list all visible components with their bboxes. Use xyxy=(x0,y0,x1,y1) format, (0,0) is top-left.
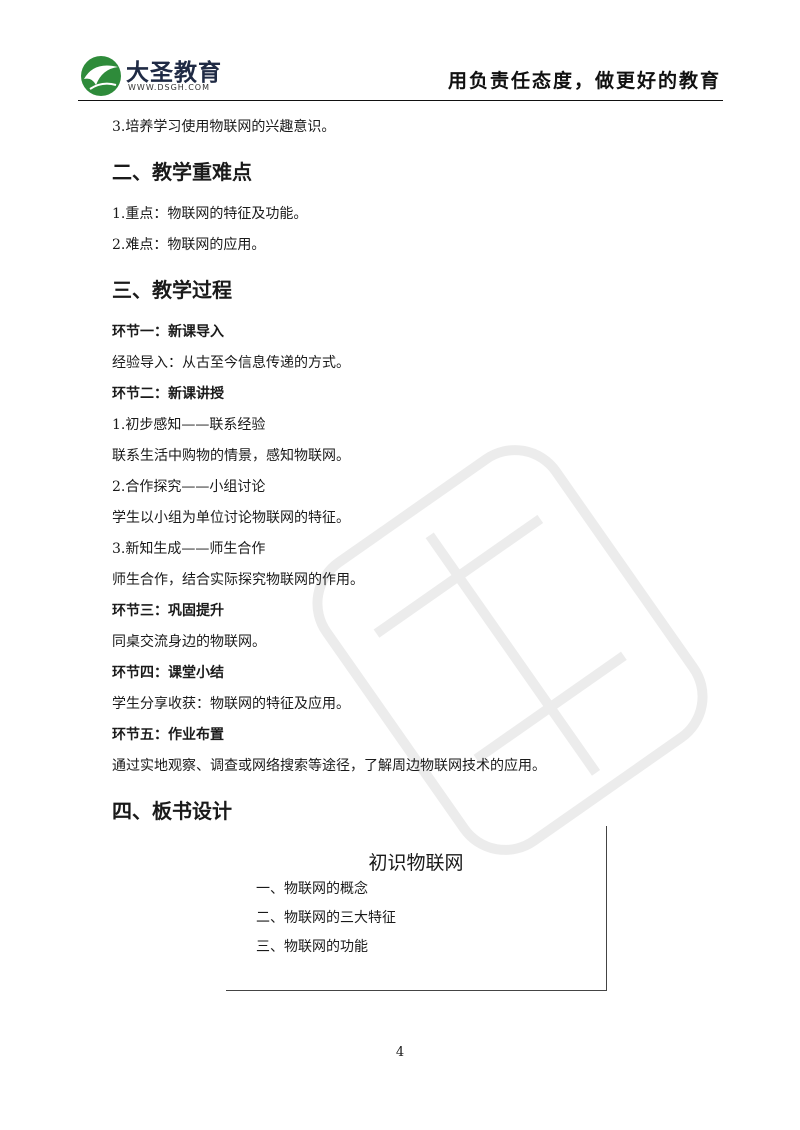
section-heading-process: 三、教学过程 xyxy=(112,278,232,302)
step2-item1-text: 联系生活中购物的情景，感知物联网。 xyxy=(112,448,350,464)
step4-text: 学生分享收获：物联网的特征及应用。 xyxy=(112,696,350,712)
board-item: 一、物联网的概念 xyxy=(256,881,368,897)
brand-logo-icon xyxy=(81,56,121,96)
step2-item1: 1.初步感知——联系经验 xyxy=(112,417,266,433)
difficult-point-text: 2.难点：物联网的应用。 xyxy=(112,237,266,253)
section-heading-key-points: 二、教学重难点 xyxy=(112,160,252,184)
document-body: 3.培养学习使用物联网的兴趣意识。 二、教学重难点 1.重点：物联网的特征及功能… xyxy=(112,112,692,838)
page-number: 4 xyxy=(395,1045,405,1060)
board-design-box: 初识物联网 一、物联网的概念 二、物联网的三大特征 三、物联网的功能 xyxy=(226,826,607,991)
step2-item3: 3.新知生成——师生合作 xyxy=(112,541,266,557)
step2-item2: 2.合作探究——小组讨论 xyxy=(112,479,266,495)
step4-title: 环节四：课堂小结 xyxy=(112,665,224,681)
step3-title: 环节三：巩固提升 xyxy=(112,603,224,619)
brand-url: WWW.DSGH.COM xyxy=(128,83,210,92)
step2-item3-text: 师生合作，结合实际探究物联网的作用。 xyxy=(112,572,364,588)
step5-title: 环节五：作业布置 xyxy=(112,727,224,743)
page-header: 大圣教育 WWW.DSGH.COM 用负责任态度，做更好的教育 xyxy=(78,50,723,102)
step2-item2-text: 学生以小组为单位讨论物联网的特征。 xyxy=(112,510,350,526)
key-point-text: 1.重点：物联网的特征及功能。 xyxy=(112,206,308,222)
header-slogan: 用负责任态度，做更好的教育 xyxy=(447,70,721,92)
step1-title: 环节一：新课导入 xyxy=(112,324,224,340)
step1-text: 经验导入：从古至今信息传递的方式。 xyxy=(112,355,350,371)
teaching-goal-3: 3.培养学习使用物联网的兴趣意识。 xyxy=(112,119,336,135)
board-item: 二、物联网的三大特征 xyxy=(256,910,396,926)
header-divider xyxy=(78,100,723,101)
step3-text: 同桌交流身边的物联网。 xyxy=(112,634,266,650)
board-item: 三、物联网的功能 xyxy=(256,939,368,955)
brand-name: 大圣教育 xyxy=(126,60,222,86)
step2-title: 环节二：新课讲授 xyxy=(112,386,224,402)
step5-text: 通过实地观察、调查或网络搜索等途径，了解周边物联网技术的应用。 xyxy=(112,758,546,774)
section-heading-board-design: 四、板书设计 xyxy=(112,799,232,823)
board-title: 初识物联网 xyxy=(368,852,464,874)
